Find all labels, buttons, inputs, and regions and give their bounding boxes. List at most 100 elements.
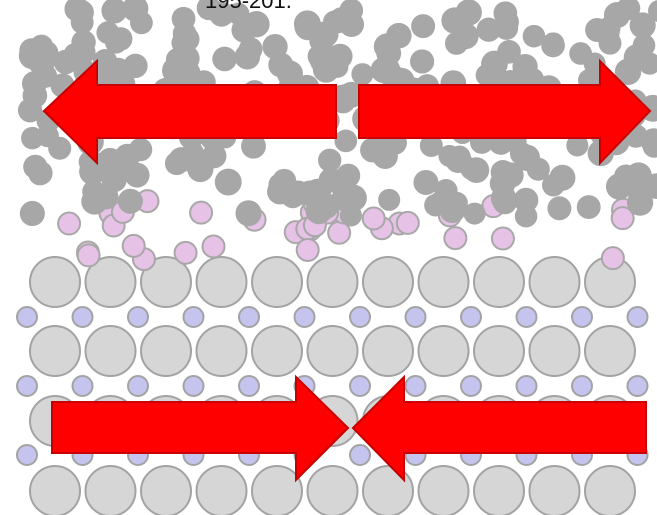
film-particle	[105, 57, 131, 83]
interface-particle	[610, 206, 635, 231]
film-particle	[238, 37, 263, 61]
dopant-particle	[404, 306, 427, 328]
film-particle	[48, 136, 72, 160]
film-particle	[526, 157, 550, 181]
substrate-particle	[306, 256, 359, 308]
film-particle	[285, 180, 311, 206]
dopant-particle	[515, 375, 538, 397]
film-particle	[444, 191, 468, 215]
interface-particle	[76, 243, 101, 268]
film-particle	[475, 64, 498, 87]
film-particle	[19, 200, 45, 227]
film-particle	[569, 42, 592, 65]
film-particle	[549, 164, 576, 191]
dopant-particle	[16, 444, 38, 466]
substrate-particle	[29, 465, 81, 515]
film-particle	[419, 134, 443, 158]
film-particle	[410, 49, 435, 74]
substrate-particle	[195, 256, 248, 308]
film-particle	[214, 168, 242, 196]
dopant-particle	[71, 306, 94, 328]
film-particle	[476, 17, 501, 42]
dopant-particle	[349, 444, 371, 466]
film-particle	[378, 188, 401, 211]
film-particle	[235, 200, 262, 227]
film-particle	[340, 184, 367, 212]
film-particle	[576, 195, 601, 220]
dopant-particle	[293, 306, 316, 328]
substrate-particle	[29, 325, 81, 377]
dopant-particle	[571, 375, 593, 397]
film-particle	[64, 0, 90, 22]
film-particle	[101, 0, 128, 24]
film-particle	[231, 17, 257, 43]
dopant-particle	[71, 375, 94, 397]
film-particle	[373, 33, 400, 60]
substrate-particle	[140, 325, 192, 377]
film-particle	[28, 49, 55, 76]
film-particle	[541, 33, 565, 58]
interface-particle	[57, 211, 82, 236]
film-particle	[318, 148, 342, 172]
substrate-particle	[140, 256, 192, 308]
dopant-particle	[404, 375, 427, 397]
film-particle	[629, 12, 656, 39]
interface-particle	[443, 226, 468, 251]
film-particle	[497, 39, 521, 64]
substrate-particle	[417, 465, 470, 515]
film-particle	[181, 141, 205, 165]
substrate-particle	[473, 256, 525, 308]
arrow-right-top	[358, 58, 652, 166]
substrate-particle	[251, 465, 303, 515]
dopant-particle	[127, 306, 149, 328]
dopant-particle	[182, 306, 205, 328]
dopant-particle	[571, 306, 593, 328]
substrate-particle	[195, 325, 248, 377]
film-particle	[28, 163, 51, 186]
film-particle	[413, 169, 439, 195]
substrate-particle	[473, 325, 525, 377]
interface-layer	[57, 189, 635, 272]
film-particle	[196, 0, 221, 21]
film-particle	[268, 52, 294, 78]
film-particle	[318, 167, 344, 193]
film-particle	[455, 0, 482, 26]
substrate-particle	[473, 465, 525, 515]
interface-particle	[490, 226, 515, 251]
film-particle	[326, 55, 349, 78]
substrate-particle	[84, 325, 137, 377]
film-particle	[175, 27, 200, 52]
substrate-particle	[306, 325, 359, 377]
dopant-particle	[238, 306, 260, 328]
dopant-particle	[182, 375, 205, 397]
substrate-particle	[417, 325, 470, 377]
film-particle	[293, 10, 321, 38]
interface-particle	[361, 206, 386, 231]
interface-particle	[121, 233, 146, 258]
film-particle	[494, 16, 519, 40]
film-particle	[96, 21, 120, 45]
dopant-particle	[626, 306, 649, 328]
film-particle	[81, 188, 108, 215]
film-particle	[625, 162, 652, 190]
substrate-particle	[251, 325, 303, 377]
substrate-particle	[362, 325, 414, 377]
substrate-particle	[140, 465, 192, 515]
dopant-particle	[460, 306, 482, 328]
film-particle	[594, 19, 620, 46]
caption-text: 195-201.	[205, 0, 292, 13]
interface-particle	[173, 240, 198, 265]
substrate-particle	[251, 256, 303, 308]
film-particle	[79, 158, 106, 185]
film-particle	[628, 184, 652, 208]
film-particle	[322, 10, 346, 34]
interface-particle	[189, 200, 214, 225]
arrow-right-bottom	[51, 374, 350, 483]
substrate-particle	[195, 465, 248, 515]
dopant-particle	[349, 375, 371, 397]
interface-particle	[295, 237, 320, 262]
substrate-layer	[16, 256, 649, 515]
film-particle	[307, 44, 331, 68]
film-particle	[130, 11, 153, 35]
